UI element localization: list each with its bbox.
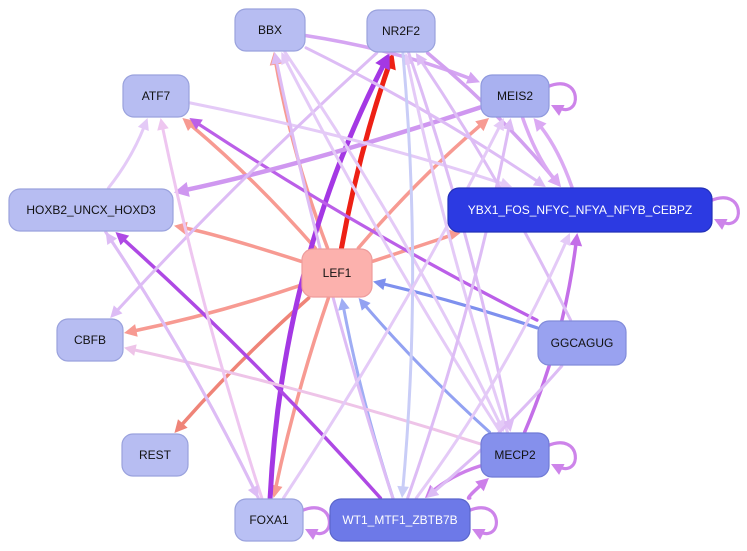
edge-LEF1-HOXB2[interactable] <box>179 225 303 264</box>
edge-WT1-MEIS2-arrowhead <box>502 118 515 131</box>
edge-MECP2-CBFB-arrowhead <box>124 344 137 356</box>
edge-WT1-LEF1-arrowhead <box>338 298 350 311</box>
edge-WT1-MECP2-arrowhead <box>475 478 489 492</box>
edge-MECP2-CBFB[interactable] <box>128 347 482 446</box>
edge-BBX-MECP2[interactable] <box>283 50 503 428</box>
edge-GGCAGUG-WT1-arrowhead <box>426 486 440 498</box>
edge-LEF1-ATF7[interactable] <box>185 120 317 250</box>
edge-GGCAGUG-LEF1[interactable] <box>377 281 539 330</box>
node-LEF1-box[interactable] <box>301 248 373 298</box>
edge-FOXA1-HOXB2-arrowhead <box>105 232 118 245</box>
node-MECP2[interactable]: MECP2 <box>480 432 550 478</box>
node-CBFB[interactable]: CBFB <box>56 318 124 362</box>
node-ATF7-box[interactable] <box>122 74 190 118</box>
node-NR2F2-box[interactable] <box>366 9 436 53</box>
node-REST-box[interactable] <box>121 433 189 477</box>
self-loop-MECP2[interactable] <box>545 441 577 470</box>
self-loop-YBX1-arrowhead <box>714 218 728 230</box>
node-WT1-box[interactable] <box>329 498 471 542</box>
edge-WT1-YBX1[interactable] <box>414 237 569 500</box>
node-MEIS2-box[interactable] <box>480 74 550 118</box>
edge-FOXA1-HOXB2[interactable] <box>107 235 260 500</box>
self-loop-FOXA1-arrowhead <box>305 528 319 540</box>
edge-NR2F2-MECP2[interactable] <box>407 51 511 428</box>
edge-HOXB2-ATF7[interactable] <box>106 122 147 190</box>
edge-WT1-HOXB2-arrowhead <box>115 232 130 246</box>
edge-LEF1-CBFB[interactable] <box>129 283 303 334</box>
node-ATF7[interactable]: ATF7 <box>122 74 190 118</box>
edge-GGCAGUG-ATF7[interactable] <box>193 120 539 322</box>
node-CBFB-box[interactable] <box>56 318 124 362</box>
edge-ATF7-YBX1[interactable] <box>188 101 508 187</box>
edge-FOXA1-NR2F2-arrowhead <box>375 53 390 71</box>
self-loop-MECP2-arrowhead <box>551 463 565 475</box>
edge-BBX-MEIS2-arrowhead <box>465 71 480 84</box>
edge-layer <box>104 33 583 501</box>
edge-GGCAGUG-ATF7-arrowhead <box>189 118 203 130</box>
edge-YBX1-MEIS2[interactable] <box>536 121 574 189</box>
edge-GGCAGUG-NR2F2[interactable] <box>417 56 573 322</box>
edge-GGCAGUG-LEF1-arrowhead <box>373 278 387 291</box>
edge-NR2F2-CBFB-arrowhead <box>110 305 123 318</box>
self-loop-FOXA1[interactable] <box>299 506 331 535</box>
node-MEIS2[interactable]: MEIS2 <box>480 74 550 118</box>
edge-NR2F2-CBFB[interactable] <box>113 51 379 315</box>
edge-MEIS2-HOXB2[interactable] <box>179 105 483 194</box>
edge-MECP2-BBX-arrowhead <box>281 52 292 66</box>
self-loop-WT1[interactable] <box>466 506 498 535</box>
edge-MECP2-YBX1-arrowhead <box>569 233 583 247</box>
edge-NR2F2-WT1-arrowhead <box>397 485 409 498</box>
edge-MEIS2-YBX1-arrowhead <box>547 173 561 187</box>
edge-FOXA1-MEIS2-arrowhead <box>493 118 504 132</box>
edge-FOXA1-ATF7[interactable] <box>160 122 264 500</box>
edge-LEF1-REST-arrowhead <box>174 419 188 433</box>
edge-MECP2-BBX[interactable] <box>282 56 502 434</box>
edge-LEF1-FOXA1[interactable] <box>273 296 331 493</box>
edge-HOXB2-ATF7-arrowhead <box>137 118 149 132</box>
self-loop-layer <box>299 82 740 540</box>
node-YBX1-box[interactable] <box>447 187 713 233</box>
self-loop-MEIS2[interactable] <box>545 82 577 111</box>
edge-FOXA1-MEIS2[interactable] <box>282 122 503 500</box>
edge-BBX-MEIS2[interactable] <box>304 33 476 82</box>
node-BBX-box[interactable] <box>234 8 306 52</box>
node-HOXB2-box[interactable] <box>8 188 174 232</box>
node-GGCAGUG[interactable]: GGCAGUG <box>537 320 627 366</box>
edge-NR2F2-WT1[interactable] <box>401 51 415 494</box>
node-MECP2-box[interactable] <box>480 432 550 478</box>
edge-WT1-MEIS2[interactable] <box>406 122 511 500</box>
node-WT1[interactable]: WT1_MTF1_ZBTB7B <box>329 498 471 542</box>
edge-LEF1-CBFB-arrowhead <box>124 324 138 337</box>
edge-LEF1-NR2F2[interactable] <box>339 58 393 251</box>
node-HOXB2[interactable]: HOXB2_UNCX_HOXD3 <box>8 188 174 232</box>
edge-GGCAGUG-NR2F2-arrowhead <box>415 53 428 66</box>
self-loop-MEIS2-arrowhead <box>551 104 565 116</box>
edge-YBX1-MEIS2-arrowhead <box>533 118 547 132</box>
node-REST[interactable]: REST <box>121 433 189 477</box>
edge-WT1-BBX-arrowhead <box>271 52 283 65</box>
edge-LEF1-MEIS2-arrowhead <box>475 118 490 132</box>
node-YBX1[interactable]: YBX1_FOS_NFYC_NFYA_NFYB_CEBPZ <box>447 187 713 233</box>
edge-ATF7-YBX1-arrowhead <box>499 177 513 189</box>
edge-BBX-YBX1[interactable] <box>304 46 542 185</box>
node-FOXA1[interactable]: FOXA1 <box>234 498 304 542</box>
node-NR2F2[interactable]: NR2F2 <box>366 9 436 53</box>
node-GGCAGUG-box[interactable] <box>537 320 627 366</box>
node-BBX[interactable]: BBX <box>234 8 306 52</box>
self-loop-WT1-arrowhead <box>472 528 486 540</box>
self-loop-YBX1[interactable] <box>708 196 740 225</box>
edge-FOXA1-ATF7-arrowhead <box>157 118 169 131</box>
node-LEF1[interactable]: LEF1 <box>301 248 373 298</box>
edge-WT1-YBX1-arrowhead <box>559 233 571 247</box>
edge-BBX-YBX1-arrowhead <box>532 175 546 187</box>
edge-MECP2-LEF1-arrowhead <box>358 298 371 311</box>
node-FOXA1-box[interactable] <box>234 498 304 542</box>
